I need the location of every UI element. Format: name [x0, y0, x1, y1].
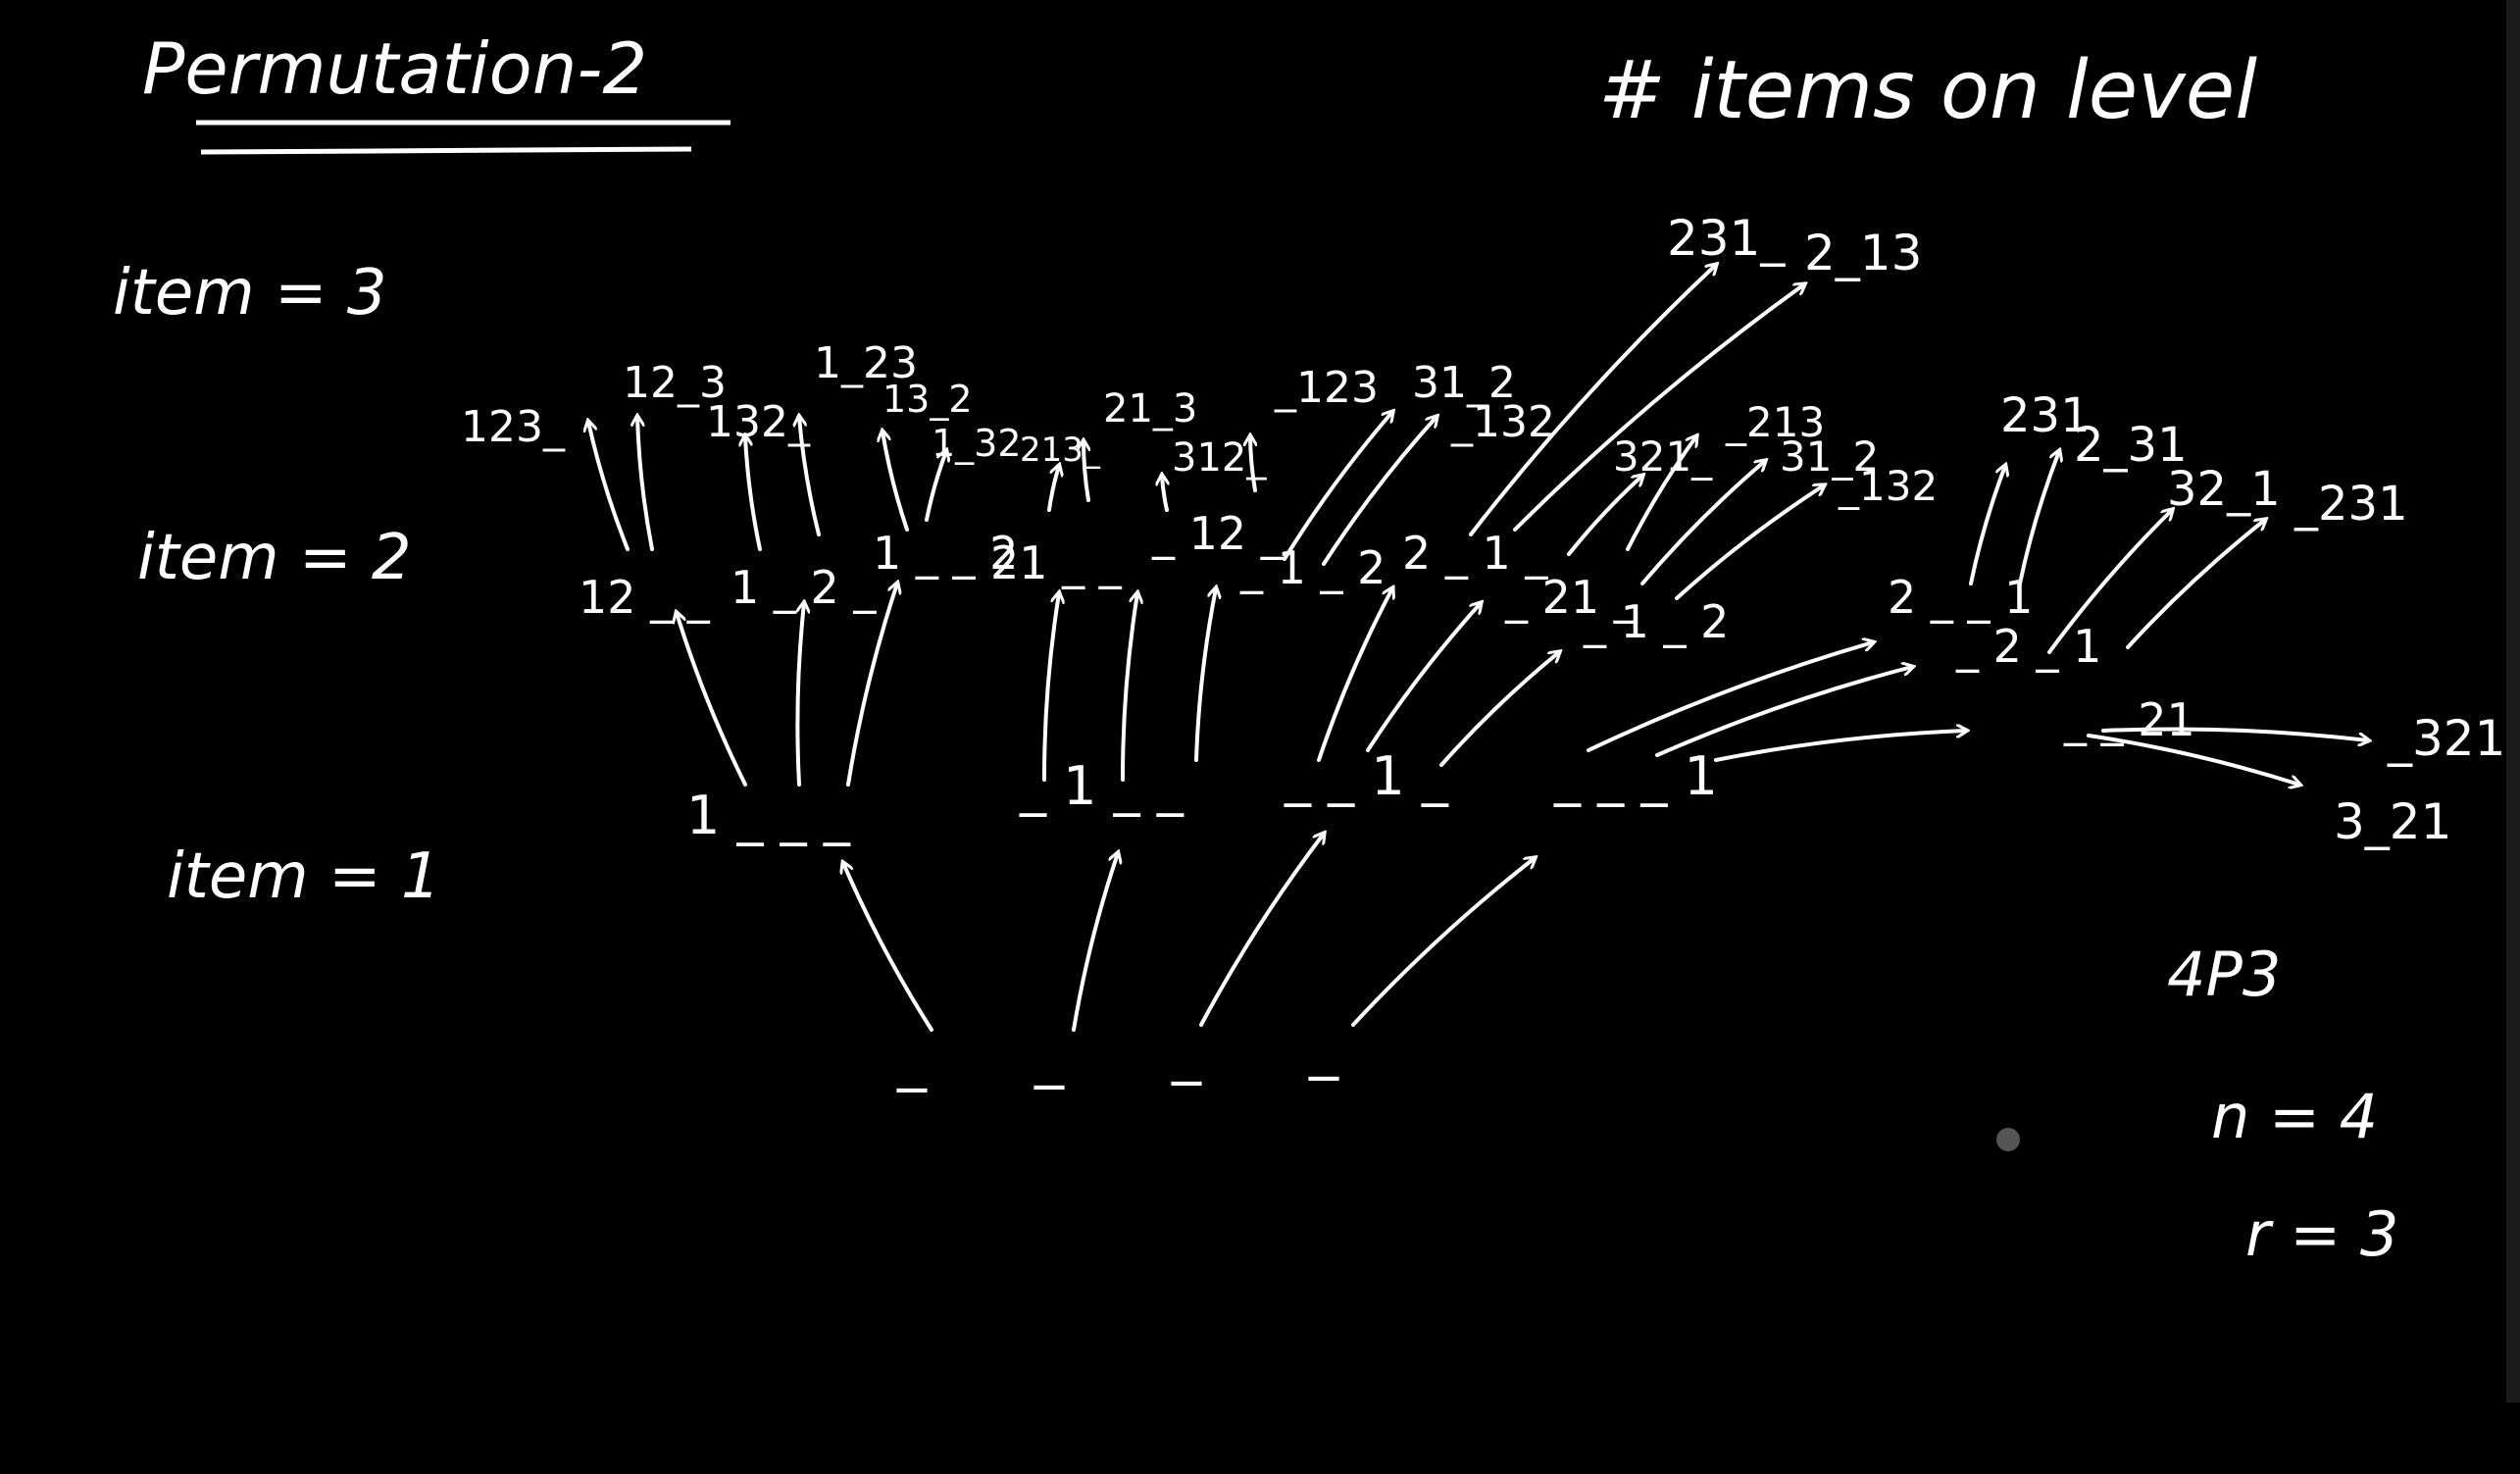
title-underline-2: [200, 146, 692, 155]
level3-node: 2_13: [1804, 225, 1922, 281]
level3-node: _231: [2293, 477, 2408, 532]
cursor-dot: [1996, 1128, 2020, 1151]
arrow: [882, 432, 909, 532]
level1-node: _ _ _ 1: [1553, 745, 1718, 807]
arrow: [2047, 510, 2172, 654]
arrow: [1162, 476, 1167, 512]
level1-node: 1 _ _ _: [686, 785, 851, 846]
arrow: [1675, 485, 1824, 600]
level-2-nodes: 12 _ _ 1 _ 2 _ 1 _ _ 2 21 _ _ _ 12 _ _ 1…: [579, 507, 2195, 746]
arrow: [1322, 417, 1436, 566]
arrow: [1317, 588, 1392, 762]
level2-node: 12 _ _: [579, 571, 711, 624]
arrow: [2018, 451, 2059, 585]
level3-node: 321_: [1613, 432, 1713, 481]
n-value: n = 4: [2211, 1081, 2378, 1152]
level3-node: 32_1: [2167, 462, 2281, 517]
level3-node: _132: [1838, 462, 1938, 510]
arrow: [637, 417, 654, 551]
level3-node: 13_2: [882, 378, 973, 421]
arrow: [1655, 667, 1912, 757]
arrow: [1439, 652, 1559, 767]
level-1-nodes: 1 _ _ _ _ 1 _ _ _ _ 1 _ _ _ _ 1: [686, 745, 1718, 846]
arrow: [1351, 858, 1535, 1027]
level2-node: _ _ 21: [2063, 693, 2195, 746]
arrow: [2087, 734, 2299, 785]
level3-node: 2_31: [2074, 418, 2188, 473]
empty-slots: _ _ _ _: [896, 1013, 1339, 1093]
npr-formula: 4P3: [2167, 939, 2281, 1010]
level-label-3: item = 3: [113, 257, 387, 330]
level3-node: _213: [1725, 398, 1825, 446]
arrow: [1199, 834, 1324, 1027]
slot: _: [896, 1025, 928, 1093]
level3-node: 31_2: [1412, 358, 1516, 408]
arrow: [1626, 436, 1696, 551]
level2-node: 1 _ _ 2: [873, 527, 1018, 580]
arrow: [799, 417, 821, 536]
arrow: [1041, 593, 1059, 782]
level2-node: _ 1 _ 2: [1239, 541, 1386, 594]
arrow: [1587, 642, 1873, 752]
arrow: [2126, 520, 2265, 649]
level3-node: 213_: [1020, 431, 1101, 470]
arrow: [1283, 412, 1392, 561]
level3-node: 132_: [706, 397, 811, 447]
level1-node: _ _ 1 _: [1284, 745, 1449, 807]
level3-node: 231: [2000, 388, 2091, 443]
level3-node: 123_: [461, 402, 566, 452]
r-value: r = 3: [2245, 1198, 2398, 1270]
arrow: [1047, 466, 1059, 512]
level3-node: 12_3: [623, 358, 727, 408]
arrow: [1072, 853, 1118, 1032]
slot: _: [1308, 1013, 1339, 1082]
formula: 4P3 n = 4 r = 3: [2167, 939, 2398, 1270]
arrow: [588, 422, 630, 551]
arrow: [925, 451, 946, 522]
level-label-1: item = 1: [167, 840, 441, 913]
level3-node: _321: [2387, 710, 2505, 767]
arrow: [1714, 731, 1966, 762]
level2-node: _ 12 _: [1151, 507, 1285, 560]
arrow: [1366, 603, 1481, 752]
arrows: [588, 265, 2368, 1032]
arrow: [677, 613, 747, 787]
arrow: [1969, 466, 2005, 585]
arrow: [1084, 441, 1088, 502]
level3-node: 1_23: [814, 338, 918, 388]
arrow: [2101, 727, 2368, 740]
items-on-level-heading: # items on level: [1598, 44, 2257, 137]
level3-node: _123: [1274, 363, 1379, 413]
level2-node: 21 _ _: [990, 536, 1123, 589]
level3-node: 31_2: [1780, 432, 1879, 481]
arrow: [1513, 284, 1804, 532]
level2-node: _ 21 _: [1504, 571, 1638, 624]
arrow: [1640, 461, 1765, 585]
slot: _: [1171, 1018, 1202, 1087]
arrow: [846, 584, 897, 787]
arrow: [1194, 588, 1216, 762]
level3-node: 231_: [1667, 210, 1786, 267]
level2-node: _ 2 _ 1: [1955, 620, 2101, 673]
level2-node: 2 _ _ 1: [1888, 571, 2033, 624]
arrow: [795, 603, 804, 787]
arrow: [1120, 593, 1137, 782]
arrow: [1250, 436, 1255, 492]
page-title: Permutation-2: [142, 27, 647, 110]
level3-node: 21_3: [1103, 386, 1197, 432]
arrow: [1469, 265, 1716, 536]
level3-node: 3_21: [2334, 793, 2451, 850]
slot: _: [1033, 1022, 1065, 1091]
level3-node: _132: [1450, 397, 1555, 447]
level1-node: _ 1 _ _: [1019, 755, 1184, 817]
arrow: [745, 436, 762, 551]
level-label-2: item = 2: [137, 522, 412, 594]
scrollbar[interactable]: [2506, 0, 2520, 1402]
level2-node: 2 _ 1 _: [1402, 527, 1548, 580]
arrow: [843, 863, 933, 1032]
level2-node: _ 1 _ 2: [1583, 595, 1729, 648]
arrow: [1567, 476, 1642, 556]
